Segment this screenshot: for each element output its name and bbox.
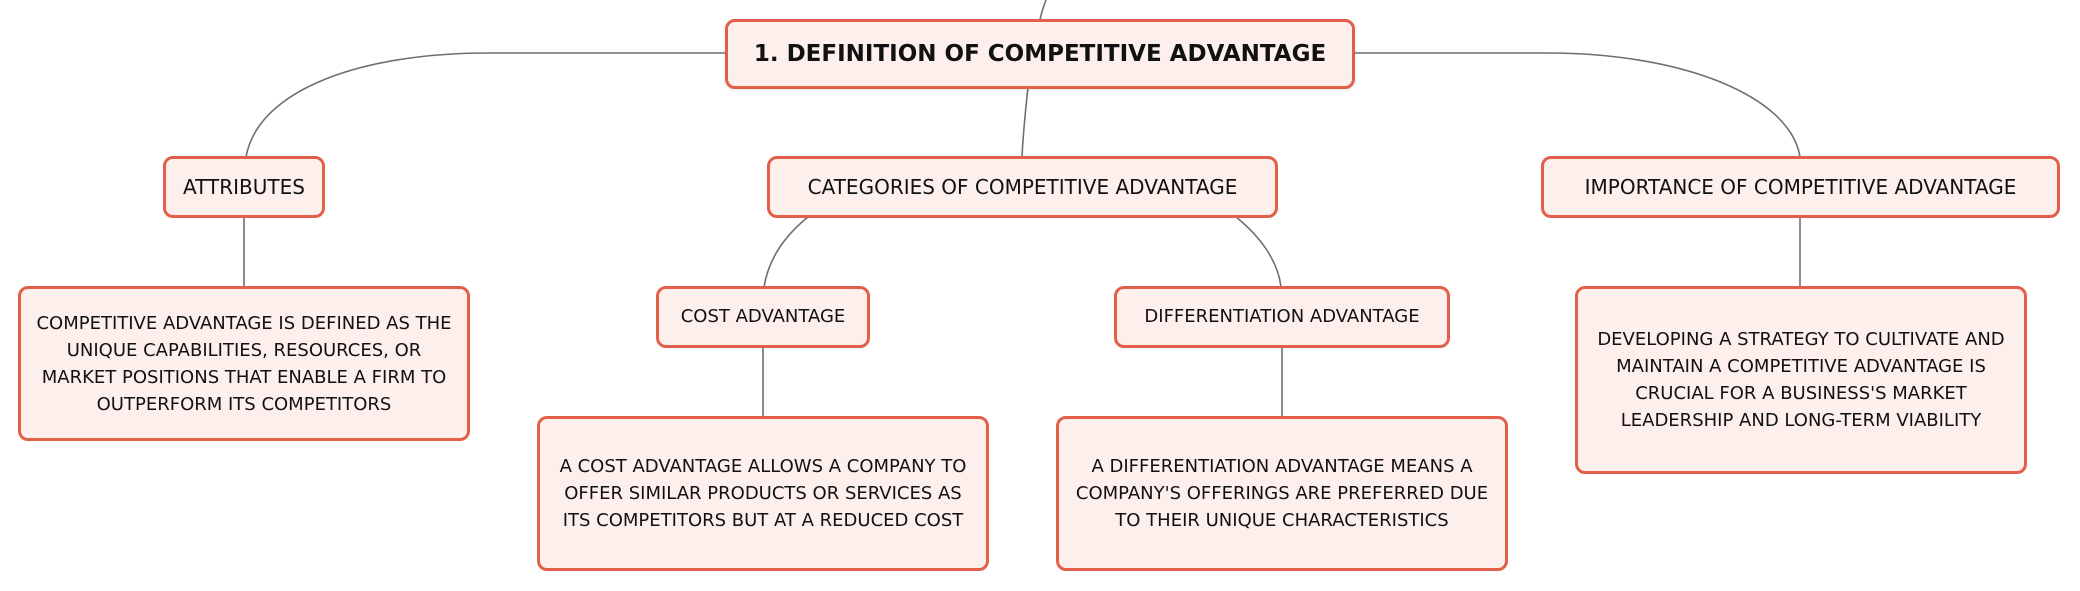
subtopic-node-differentiation-advantage[interactable]: DIFFERENTIATION ADVANTAGE [1114,286,1450,348]
connector-parent-to-root [1039,0,1047,21]
connector-root-to-attributes [245,52,726,158]
description-text: A DIFFERENTIATION ADVANTAGE MEANS A COMP… [1075,456,1489,531]
topic-node-importance[interactable]: IMPORTANCE OF COMPETITIVE ADVANTAGE [1541,156,2060,218]
topic-node-categories[interactable]: CATEGORIES OF COMPETITIVE ADVANTAGE [767,156,1278,218]
connector-root-to-categories [1021,86,1029,158]
connector-categories-to-differentiation [1235,216,1282,288]
subtopic-label: COST ADVANTAGE [680,306,846,328]
root-node-label: 1. DEFINITION OF COMPETITIVE ADVANTAGE [753,40,1327,67]
description-text: A COST ADVANTAGE ALLOWS A COMPANY TO OFF… [559,456,967,531]
topic-label: IMPORTANCE OF COMPETITIVE ADVANTAGE [1584,175,2017,199]
description-text: DEVELOPING A STRATEGY TO CULTIVATE AND M… [1597,329,2005,431]
description-node-differentiation-advantage[interactable]: A DIFFERENTIATION ADVANTAGE MEANS A COMP… [1056,416,1508,571]
description-node-cost-advantage[interactable]: A COST ADVANTAGE ALLOWS A COMPANY TO OFF… [537,416,989,571]
description-node-importance[interactable]: DEVELOPING A STRATEGY TO CULTIVATE AND M… [1575,286,2027,474]
description-node-attributes[interactable]: COMPETITIVE ADVANTAGE IS DEFINED AS THE … [18,286,470,441]
connector-categories-to-cost [763,216,809,288]
subtopic-node-cost-advantage[interactable]: COST ADVANTAGE [656,286,870,348]
connector-root-to-importance [1354,52,1801,158]
subtopic-label: DIFFERENTIATION ADVANTAGE [1144,306,1420,328]
description-text: COMPETITIVE ADVANTAGE IS DEFINED AS THE … [36,312,452,415]
topic-node-attributes[interactable]: ATTRIBUTES [163,156,325,218]
root-node[interactable]: 1. DEFINITION OF COMPETITIVE ADVANTAGE [725,19,1355,89]
topic-label: ATTRIBUTES [183,175,305,199]
topic-label: CATEGORIES OF COMPETITIVE ADVANTAGE [807,175,1238,199]
